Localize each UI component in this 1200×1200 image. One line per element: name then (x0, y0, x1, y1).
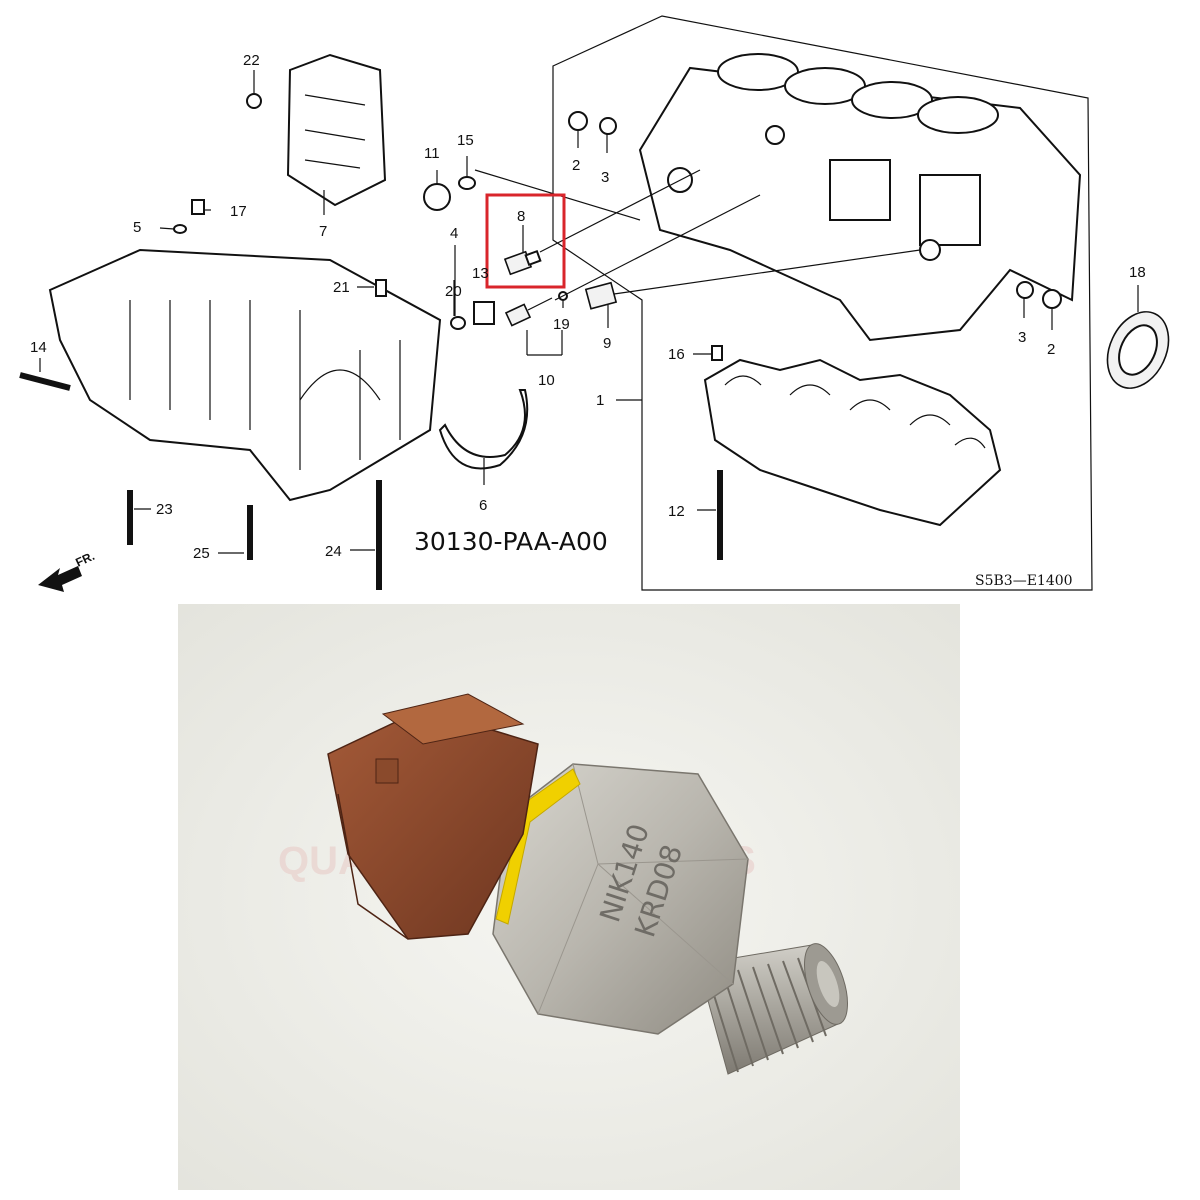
sensor-9 (584, 281, 618, 310)
callout-9: 9 (603, 335, 611, 352)
washer-3-upper (599, 117, 617, 135)
highlight-box (485, 193, 566, 289)
bolt-22 (246, 93, 262, 109)
callout-12: 12 (668, 503, 685, 520)
engine-block (638, 53, 1082, 342)
washer-3-lower (1016, 281, 1034, 299)
callout-22: 22 (243, 52, 260, 69)
callout-18: 18 (1129, 264, 1146, 281)
callout-24: 24 (325, 543, 342, 560)
callout-8: 8 (517, 208, 525, 225)
sensor-connector (327, 693, 539, 940)
callout-13: 13 (472, 265, 489, 282)
parts-exploded-diagram: 1 2 2 3 3 4 5 6 7 8 9 10 11 12 13 14 15 … (19, 15, 1170, 592)
washer-15 (458, 176, 476, 190)
callout-19: 19 (553, 316, 570, 333)
oil-filter-fitting-13 (473, 301, 495, 325)
washer-5 (173, 224, 187, 234)
crank-baffle-6 (438, 389, 529, 470)
bolt-17 (191, 199, 205, 215)
callout-17: 17 (230, 203, 247, 220)
callout-3a: 3 (601, 169, 609, 186)
front-arrow-icon (38, 566, 82, 592)
sensor-yellow-seal (495, 768, 581, 925)
callout-5: 5 (133, 219, 141, 236)
callout-10: 10 (538, 372, 555, 389)
callout-21: 21 (333, 279, 350, 296)
callout-6: 6 (479, 497, 487, 514)
drain-bolt-11 (423, 183, 451, 211)
oil-pressure-switch-8 (503, 249, 542, 276)
callout-11: 11 (424, 145, 440, 162)
washer-20 (450, 316, 466, 330)
bolt-14 (19, 372, 71, 391)
diagram-code: S5B3—E1400 (975, 573, 1073, 589)
sensor-photo: QUALITY MOTOR PARTS NIK140 KRD08 (178, 604, 960, 1190)
front-indicator: FR. (73, 549, 96, 570)
callout-7: 7 (319, 223, 327, 240)
callout-15: 15 (457, 132, 474, 149)
bolt-21 (375, 279, 387, 297)
bearing-cap-bridge (703, 358, 1002, 527)
plug-2-upper (568, 111, 588, 131)
engine-block-group-outline (552, 15, 1093, 591)
plug-2-lower (1042, 289, 1062, 309)
oil-pressure-sensor-10 (504, 297, 553, 327)
callout-2b: 2 (1047, 341, 1055, 358)
callout-1: 1 (596, 392, 604, 409)
oil-pan-baffle (286, 53, 387, 207)
callout-16: 16 (668, 346, 685, 363)
callout-23: 23 (156, 501, 173, 518)
callout-14: 14 (30, 339, 47, 356)
sensor-hex-body (492, 763, 749, 1035)
callout-2a: 2 (572, 157, 580, 174)
dowel-pin-16 (711, 345, 723, 361)
callout-4: 4 (450, 225, 458, 242)
callout-25: 25 (193, 545, 210, 562)
callout-3b: 3 (1018, 329, 1026, 346)
leader-lines (39, 70, 1139, 554)
part-number: 30130-PAA-A00 (414, 527, 608, 556)
oil-pan (48, 248, 442, 502)
callout-20: 20 (445, 283, 462, 300)
